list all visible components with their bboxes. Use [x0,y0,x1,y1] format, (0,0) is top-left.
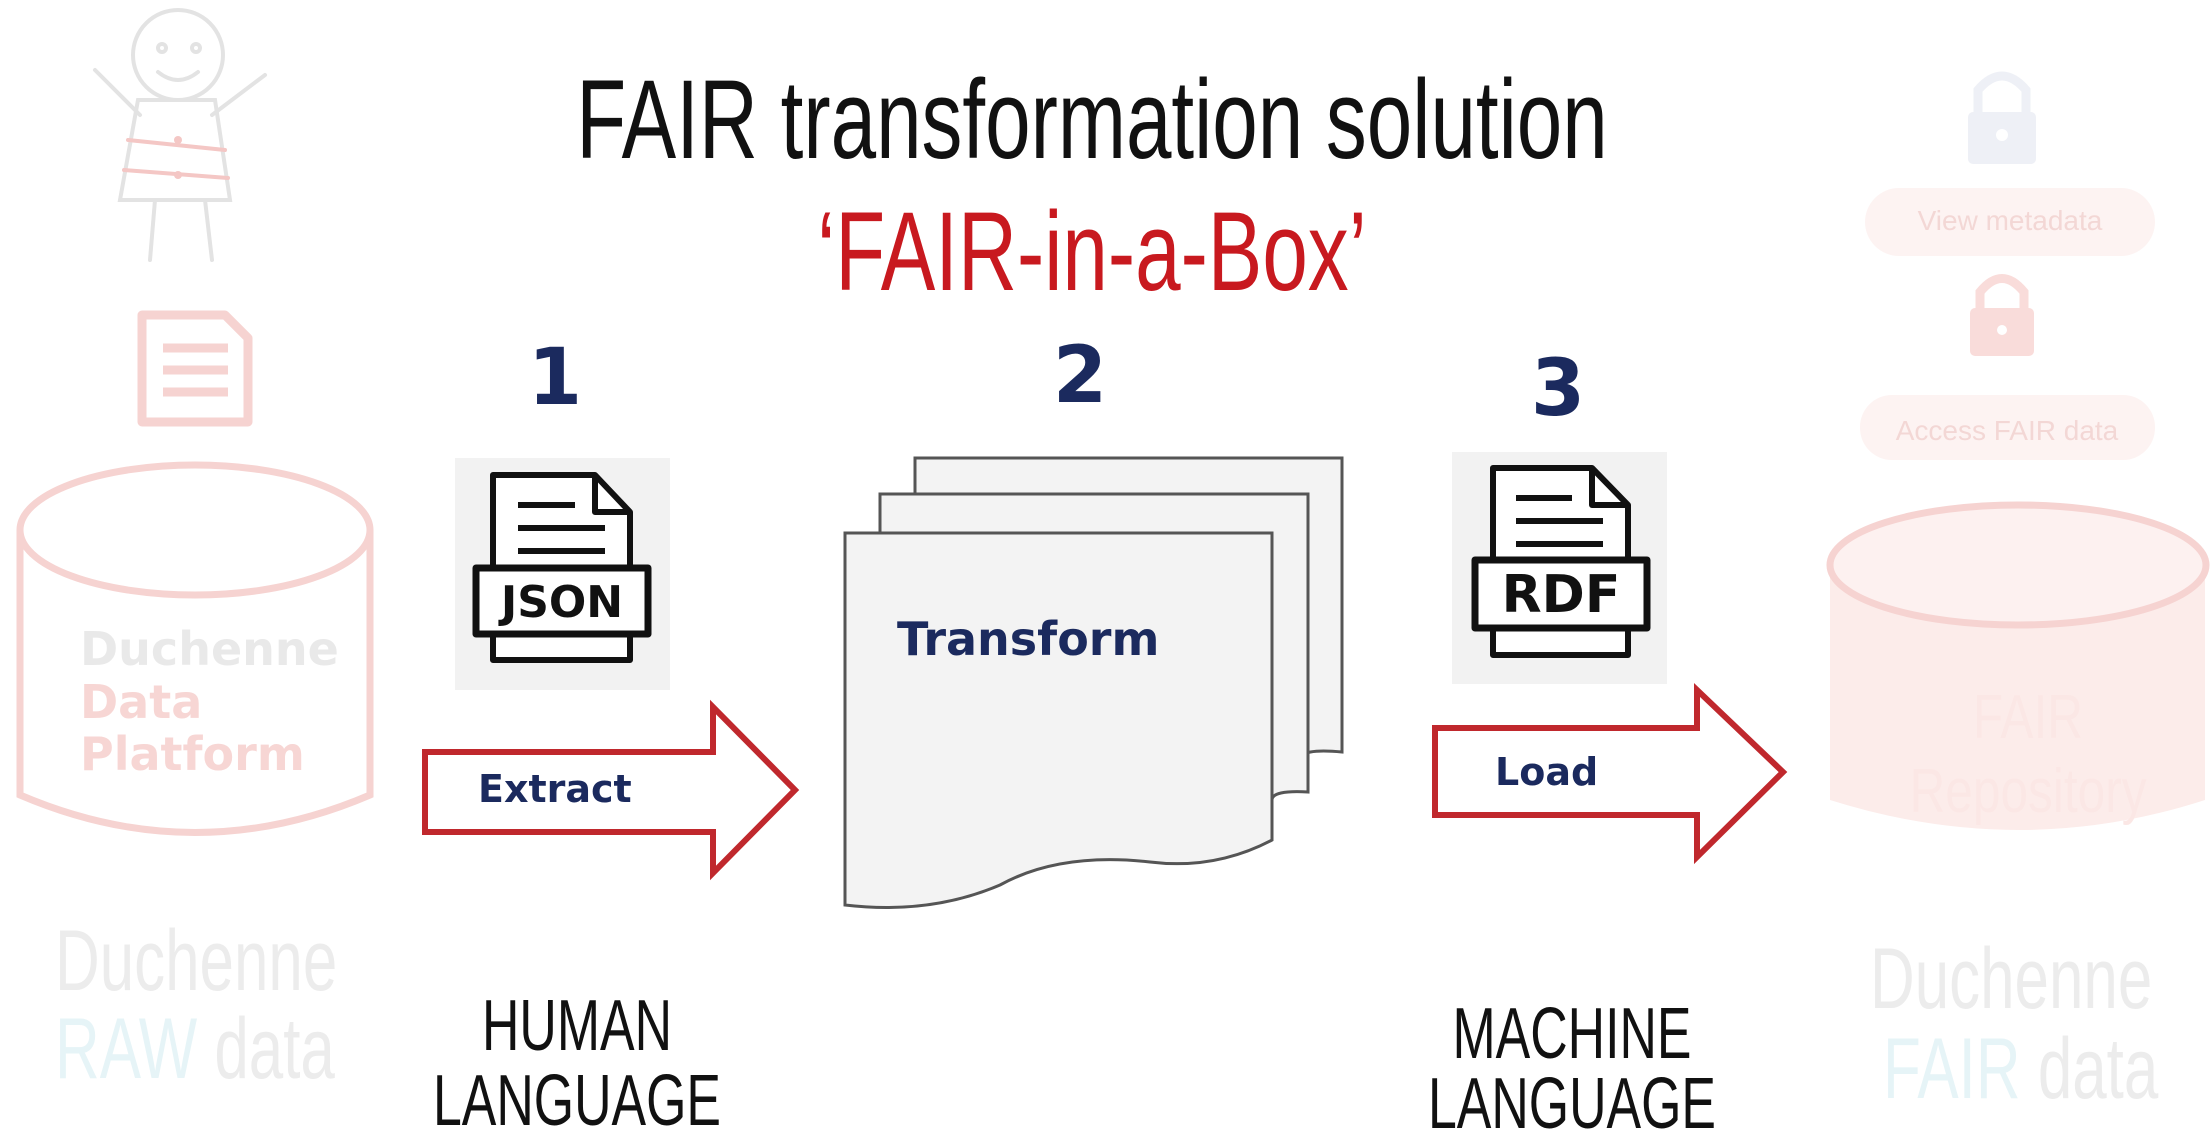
stick-figure-icon [93,8,267,262]
right-caption-data: data [2038,1020,2159,1116]
right-caption-fair: FAIR [1883,1020,2021,1116]
json-file-label: JSON [498,577,623,628]
load-label: Load [1495,750,1598,794]
database-icon [16,461,374,836]
lock-icon [1968,71,2036,164]
transform-label: Transform [897,612,1159,666]
machine-language-line2: LANGUAGE [1428,1064,1716,1133]
right-caption-line2: FAIR data [1883,1020,2159,1116]
db-label-line2: Data [80,675,202,729]
human-language-line1: HUMAN [482,986,672,1066]
json-file-icon [472,472,652,663]
db-label-line3: Platform [80,727,305,781]
step-number-2: 2 [1053,331,1107,421]
page-title: FAIR transformation solution [576,56,1607,182]
human-language-line2: LANGUAGE [433,1061,721,1133]
left-caption-line1: Duchenne [55,912,337,1008]
db-label-line1: Duchenne [80,622,339,676]
document-icon [137,310,253,427]
lock-icon [1970,274,2034,356]
left-caption-data: data [214,1000,335,1096]
repo-label-line1: FAIR [1973,682,2083,752]
extract-label: Extract [478,767,632,811]
machine-language-line1: MACHINE [1453,994,1692,1074]
rdf-file-icon [1471,465,1651,658]
access-fair-data-label: Access FAIR data [1896,415,2119,446]
extract-arrow [422,699,800,881]
rdf-file-label: RDF [1502,565,1621,625]
access-fair-data-button[interactable] [1860,395,2155,460]
database-icon [1826,501,2210,830]
left-caption-line2: RAW data [55,1000,335,1096]
load-arrow [1432,682,1788,865]
repo-label-line2: Repository [1910,756,2147,826]
step-number-3: 3 [1531,344,1585,434]
left-caption-raw: RAW [55,1000,197,1096]
step-number-1: 1 [528,333,582,423]
view-metadata-button[interactable] [1865,188,2155,256]
transform-document-stack [843,456,1344,909]
view-metadata-label: View metadata [1918,205,2103,236]
right-caption-line1: Duchenne [1870,930,2152,1026]
page-subtitle: ‘FAIR-in-a-Box’ [817,188,1367,314]
